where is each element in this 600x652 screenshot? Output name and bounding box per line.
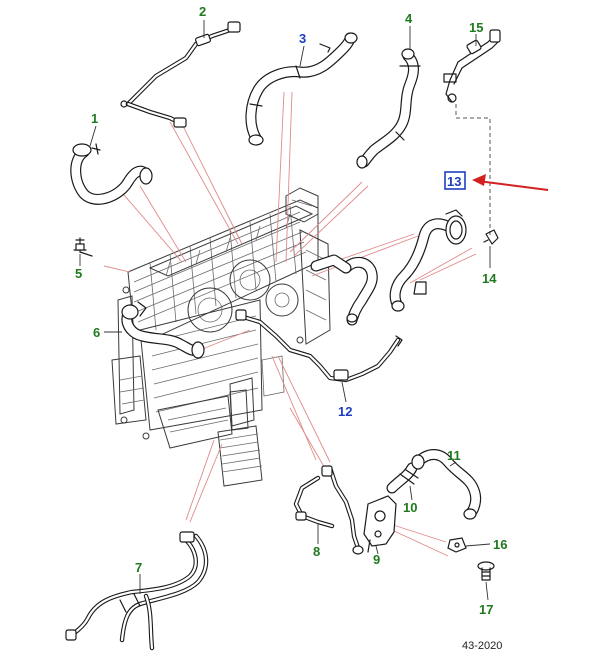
part-13-hose [389,209,467,312]
engine-radiator-assembly [111,187,331,487]
part-17-bolt [477,561,495,581]
callout-1: 1 [91,111,98,126]
callout-14: 14 [482,271,497,286]
part-8-tube [293,465,364,555]
part-12-tube [235,309,403,383]
part-16-clip [447,537,467,553]
callout-numbers: 1 2 3 4 5 6 7 8 9 10 11 12 13 14 15 16 1… [75,4,507,617]
left-pointing-arrow-icon [472,174,549,191]
part-15-bracket [443,29,501,103]
callout-2: 2 [199,4,206,19]
callout-leaders [79,20,491,601]
callout-16: 16 [493,537,507,552]
part-10-tube [386,462,419,494]
callout-3: 3 [299,31,306,46]
callout-9: 9 [373,552,380,567]
callout-4: 4 [405,11,413,26]
part-7-pipe [65,531,209,651]
part-11-hose [411,449,482,520]
part-1-hose [70,143,153,205]
leader-lines [103,91,477,557]
callout-13: 13 [447,174,461,189]
part-2-tube [120,21,241,128]
part-6-hose [121,301,205,359]
callout-11: 11 [447,448,461,463]
callout-12: 12 [338,404,352,419]
callout-5: 5 [75,266,82,281]
callout-13-box [444,171,466,190]
part-5-fitting [73,237,93,257]
callout-7: 7 [135,560,142,575]
engine-side-hose [310,254,378,326]
part-4-hose [356,48,421,169]
callout-8: 8 [313,544,320,559]
part-14-clip [483,229,499,245]
dashed-relation-line [455,104,491,236]
callout-10: 10 [403,500,417,515]
callout-6: 6 [93,325,100,340]
part-3-hose [245,32,358,146]
callout-17: 17 [479,602,493,617]
part-9-housing [363,495,397,553]
callout-15: 15 [469,20,483,35]
reference-code: 43-2020 [462,640,502,652]
